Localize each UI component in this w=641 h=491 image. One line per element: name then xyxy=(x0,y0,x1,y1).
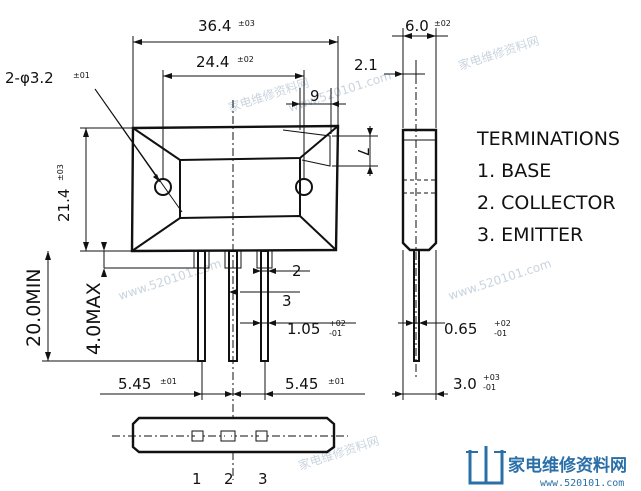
termination-item: 1. BASE xyxy=(477,160,551,182)
side-body xyxy=(401,128,438,252)
terminations-legend: TERMINATIONS 1. BASE 2. COLLECTOR 3. EMI… xyxy=(476,128,620,246)
dimension-width: 36.4 ±03 xyxy=(132,17,339,128)
side-lead-length-tol-top: +03 xyxy=(483,373,500,382)
termination-item: 3. EMITTER xyxy=(477,224,583,246)
offset-label: 2.1 xyxy=(354,56,378,74)
front-view xyxy=(130,100,340,480)
tab-height-label: 7 xyxy=(354,147,372,157)
width-tolerance: ±03 xyxy=(238,19,255,28)
depth-label: 6.0 xyxy=(405,17,429,35)
watermark-text: 家电维修资料网 xyxy=(456,33,541,73)
pin-3-pad xyxy=(255,430,268,442)
logo-text: 家电维修资料网 xyxy=(508,455,627,476)
pitch-left-tolerance: ±01 xyxy=(160,377,177,386)
termination-item: 2. COLLECTOR xyxy=(477,192,616,214)
depth-tolerance: ±02 xyxy=(434,19,451,28)
hole-label: 2-φ3.2 xyxy=(5,69,54,87)
terminations-title: TERMINATIONS xyxy=(476,128,620,150)
watermark-url: www.520101.com xyxy=(287,68,393,115)
bottom-body xyxy=(131,416,336,454)
lead-thickness-tol-top: +02 xyxy=(329,319,346,328)
book-icon xyxy=(468,446,504,485)
bottom-view: 1 2 3 xyxy=(112,416,348,488)
site-logo: 家电维修资料网 www.520101.com xyxy=(466,446,627,489)
pin-number: 3 xyxy=(258,470,268,488)
dimension-leads: 2 3 1.05 +02 -01 xyxy=(229,262,356,338)
hole-pitch-tolerance: ±02 xyxy=(237,55,254,64)
lead-min-label: 20.0MIN xyxy=(23,268,45,347)
lead-width-3-label: 3 xyxy=(282,292,292,310)
side-lead-length-label: 3.0 xyxy=(453,375,477,393)
lead-max-label: 4.0MAX xyxy=(83,282,105,355)
side-lead-length-tol-bottom: -01 xyxy=(483,383,496,392)
dimension-pitch: 5.45 ±01 5.45 ±01 xyxy=(100,361,365,400)
dimension-body-height: 21.4 ±03 xyxy=(55,127,133,252)
body-bottom-chamfer xyxy=(131,214,337,252)
dimension-tab: 9 7 xyxy=(286,87,378,176)
watermark-url: www.520101.com xyxy=(447,256,553,303)
hole-pitch-label: 24.4 xyxy=(196,53,229,71)
tab-width-label: 9 xyxy=(310,87,320,105)
logo-url: www.520101.com xyxy=(540,478,624,489)
pin-2-pad xyxy=(220,430,236,442)
lead-width-2-label: 2 xyxy=(292,262,302,280)
side-lead-thickness-label: 0.65 xyxy=(444,320,477,338)
lead-thickness-tol-bottom: -01 xyxy=(329,329,342,338)
pitch-right-tolerance: ±01 xyxy=(328,377,345,386)
side-view: 6.0 ±02 2.1 0.65 +02 -01 3.0 +03 -01 xyxy=(354,17,511,400)
lead-shoulders xyxy=(193,251,273,269)
dimension-hole-pitch: 24.4 ±02 xyxy=(162,53,305,180)
pitch-right-label: 5.45 xyxy=(285,375,318,393)
lead-collector xyxy=(228,250,238,362)
lead-thickness-label: 1.05 xyxy=(287,320,320,338)
width-label: 36.4 xyxy=(198,17,231,35)
pitch-left-label: 5.45 xyxy=(118,375,151,393)
pin-number: 2 xyxy=(224,470,234,488)
body-height-label: 21.4 xyxy=(55,189,73,222)
pin-1-pad xyxy=(191,430,204,442)
tab-outline xyxy=(282,129,331,167)
side-lead-thickness-tol-top: +02 xyxy=(494,319,511,328)
body-height-tolerance: ±03 xyxy=(56,164,65,181)
hole-tolerance: ±01 xyxy=(73,71,90,80)
body-top-chamfer xyxy=(132,125,339,162)
pin-number: 1 xyxy=(192,470,202,488)
watermark-url: www.520101.com xyxy=(117,256,223,303)
side-lead-thickness-tol-bottom: -01 xyxy=(494,329,507,338)
watermark-layer: 家电维修资料网 www.520101.com 家电维修资料网 www.52010… xyxy=(117,33,553,473)
dimension-hole: 2-φ3.2 ±01 xyxy=(5,69,183,213)
dimension-lead-length: 20.0MIN 4.0MAX xyxy=(23,242,198,362)
